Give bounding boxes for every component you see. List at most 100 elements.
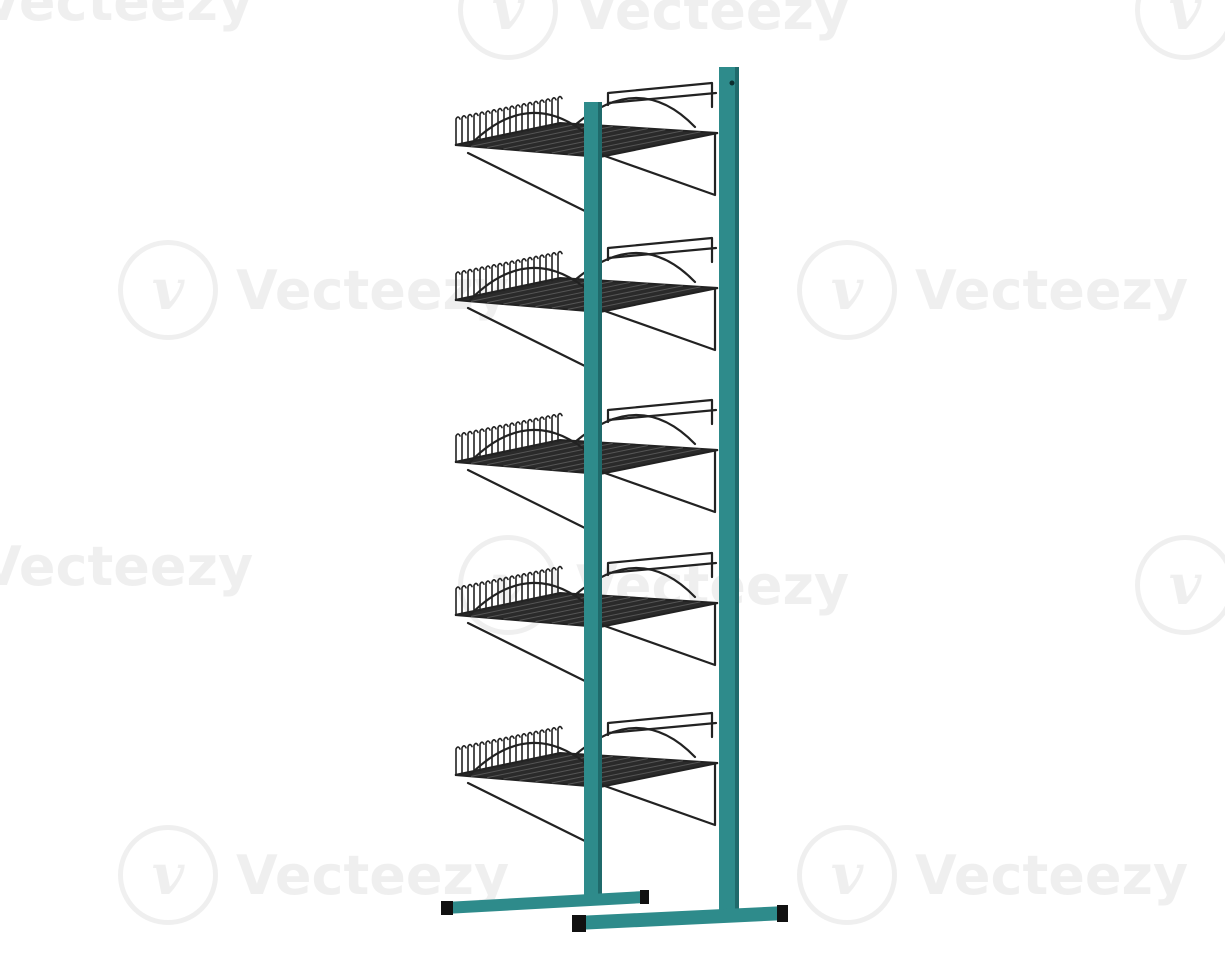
heel-stop-wire [491, 264, 497, 294]
heel-stop-wire [521, 573, 527, 603]
heel-stop-wire [467, 430, 473, 461]
heel-stop-wire [491, 739, 497, 769]
top-rail [606, 711, 714, 739]
heel-stop-wire [461, 270, 467, 300]
heel-stop-wire [545, 253, 551, 283]
shelf-slat [487, 124, 596, 149]
toe-arch-wire [468, 581, 592, 617]
heel-stop-wire [557, 412, 563, 443]
foot-cap [441, 901, 453, 915]
shelf-slat [471, 440, 578, 464]
heel-stop-wire [551, 727, 557, 757]
heel-stop-wire [485, 110, 491, 140]
heel-stop-wire [467, 113, 473, 144]
heel-stop-wire [521, 103, 527, 133]
heel-stop-wire [491, 579, 497, 609]
teal-frame [441, 67, 788, 932]
heel-stop-wire [455, 586, 461, 616]
front-post-shade [735, 67, 739, 912]
top-rail [606, 561, 718, 575]
shelf-slat [583, 448, 701, 474]
heel-stop-wire [539, 569, 545, 599]
shelf-slat [583, 761, 701, 787]
heel-stop-wire [551, 414, 557, 444]
heel-stop-wire [533, 417, 539, 448]
heel-stop-wire [509, 735, 515, 765]
heel-stop-wire [461, 432, 467, 462]
heel-stop-wire [551, 252, 557, 282]
post-bolt [729, 80, 735, 86]
heel-stop-wire [533, 570, 539, 601]
heel-stop-wire [515, 574, 521, 604]
heel-stop-wire [539, 254, 545, 284]
support-bracket [600, 286, 717, 352]
heel-stop-wire [539, 99, 545, 129]
heel-stop-wire [551, 567, 557, 597]
heel-stop-wire [527, 418, 533, 449]
support-bracket [600, 448, 717, 514]
support-bracket [466, 781, 599, 849]
support-bracket [600, 761, 717, 827]
heel-stop-wire [473, 742, 479, 773]
shelf-slat [519, 443, 631, 468]
heel-stop-wire [515, 734, 521, 764]
shelf-slat [551, 284, 666, 309]
heel-stop-wire [491, 426, 497, 456]
top-rail [606, 398, 714, 426]
front-foot [576, 906, 786, 930]
heel-stop-wire [509, 105, 515, 135]
heel-stop-wire [461, 115, 467, 145]
heel-stop-wire [545, 728, 551, 758]
heel-stop-wire [557, 95, 563, 126]
shelf-slat [583, 131, 701, 157]
wire-shelf [454, 398, 719, 536]
front-post [719, 67, 739, 912]
shelf-slat [519, 596, 631, 621]
heel-stop-wire [503, 576, 509, 607]
heel-stop-wire [485, 740, 491, 770]
top-rail [606, 721, 718, 735]
shelf-slat [471, 753, 578, 777]
support-bracket [466, 151, 599, 219]
heel-stop-wire [503, 423, 509, 454]
heel-stop-wire [479, 428, 485, 458]
heel-stop-wire [545, 568, 551, 598]
toe-arch-wire [468, 741, 592, 777]
heel-stop-wire [467, 268, 473, 299]
back-foot [445, 891, 645, 914]
heel-stop-wire [545, 415, 551, 445]
heel-stop-wire [515, 259, 521, 289]
heel-stop-wire [509, 260, 515, 290]
support-bracket [600, 601, 717, 667]
heel-stop-wire [485, 265, 491, 295]
heel-stop-wire [533, 730, 539, 761]
shelf-slat [583, 601, 701, 627]
heel-stop-wire [539, 729, 545, 759]
shelf-slat [519, 756, 631, 781]
heel-stop-wire [497, 737, 503, 768]
shelf-slat [551, 129, 666, 154]
heel-stop-wire [467, 583, 473, 614]
top-rail [606, 551, 714, 579]
heel-stop-wire [533, 100, 539, 131]
heel-stop-wire [503, 106, 509, 137]
foot-cap [777, 905, 788, 922]
heel-stop-wire [539, 416, 545, 446]
toe-arch-wire [468, 266, 592, 302]
heel-stop-wire [527, 101, 533, 132]
back-post [584, 102, 602, 897]
heel-stop-wire [497, 577, 503, 608]
back-post-shade [598, 102, 602, 897]
heel-stop-wire [533, 255, 539, 286]
heel-stop-wire [473, 429, 479, 460]
top-rail [606, 246, 718, 260]
support-bracket [466, 468, 599, 536]
heel-stop-wire [473, 267, 479, 298]
top-rail [606, 236, 714, 264]
shelf-slat [471, 593, 578, 617]
top-rail [606, 81, 714, 109]
heel-stop-wire [551, 97, 557, 127]
heel-stop-wire [503, 261, 509, 292]
